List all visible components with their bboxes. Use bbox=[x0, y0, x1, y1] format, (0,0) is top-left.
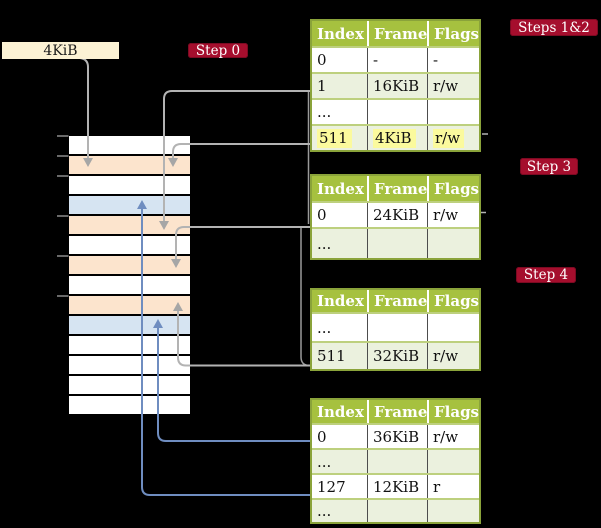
memory-frame-row-white bbox=[69, 396, 190, 414]
table-cell bbox=[427, 100, 479, 124]
table-row: 0 -- bbox=[312, 46, 479, 72]
table-cell: 12KiB bbox=[367, 475, 427, 498]
column-header: Flags bbox=[427, 400, 479, 423]
table-cell bbox=[427, 314, 479, 341]
table-cell: 511 bbox=[317, 347, 346, 365]
table-cell: r/w bbox=[427, 126, 479, 150]
column-header: Frame bbox=[367, 290, 427, 312]
memory-frame-row-white bbox=[69, 376, 190, 394]
frame-size-box: 4KiB bbox=[2, 42, 119, 59]
table-cell: r/w bbox=[427, 425, 479, 448]
table-cell: r/w bbox=[427, 203, 479, 227]
table-cell bbox=[427, 500, 479, 522]
physical-memory-column bbox=[69, 136, 190, 416]
column-header: Index bbox=[317, 24, 364, 43]
table-cell bbox=[367, 100, 427, 124]
memory-frame-row-blue bbox=[69, 196, 190, 214]
column-header: Frame bbox=[367, 21, 427, 46]
table-cell: 511 bbox=[312, 126, 367, 150]
arrow-t3-row511-to-frame bbox=[177, 311, 310, 367]
highlighted-value: 4KiB bbox=[373, 128, 416, 148]
badge-step-4: Step 4 bbox=[516, 267, 576, 283]
table-cell: r/w bbox=[427, 74, 479, 98]
table-row: ... bbox=[312, 227, 479, 258]
badge-step-0: Step 0 bbox=[188, 43, 248, 59]
table-cell bbox=[427, 450, 479, 473]
table-cell: ... bbox=[317, 318, 332, 337]
table-cell: ... bbox=[317, 452, 332, 471]
memory-frame-row-white bbox=[69, 336, 190, 354]
column-header: Index bbox=[317, 179, 364, 198]
table-cell bbox=[367, 229, 427, 258]
memory-frame-row-orange bbox=[69, 216, 190, 234]
table-cell: 4KiB bbox=[367, 126, 427, 150]
frame-size-label: 4KiB bbox=[43, 42, 78, 59]
memory-frame-row-orange bbox=[69, 156, 190, 174]
table-cell: 0 bbox=[317, 427, 327, 446]
column-header: Frame bbox=[367, 176, 427, 201]
table-row: ... bbox=[312, 98, 479, 124]
badge-step-3: Step 3 bbox=[520, 158, 578, 175]
table-cell: r/w bbox=[427, 343, 479, 369]
column-header: Index bbox=[317, 292, 364, 310]
memory-frame-row-white bbox=[69, 276, 190, 294]
memory-frame-row-white bbox=[69, 136, 190, 154]
memory-frame-row-blue bbox=[69, 316, 190, 334]
table-cell bbox=[367, 500, 427, 522]
column-header: Index bbox=[317, 402, 364, 421]
table-cell bbox=[367, 314, 427, 341]
column-header: Flags bbox=[427, 290, 479, 312]
memory-frame-row-white bbox=[69, 236, 190, 254]
table-cell bbox=[367, 450, 427, 473]
table-row: ... bbox=[312, 498, 479, 522]
table-cell: 16KiB bbox=[367, 74, 427, 98]
table-cell: 0 bbox=[317, 51, 327, 69]
table-cell: 24KiB bbox=[367, 203, 427, 227]
table-cell: 32KiB bbox=[367, 343, 427, 369]
table-cell: 36KiB bbox=[367, 425, 427, 448]
table-row: ... bbox=[312, 312, 479, 341]
table-cell: 1 bbox=[317, 77, 327, 95]
table-cell: 0 bbox=[317, 206, 327, 224]
table-cell: ... bbox=[317, 502, 332, 520]
memory-frame-row-white bbox=[69, 356, 190, 374]
table-cell: ... bbox=[317, 103, 332, 121]
highlighted-value: 511 bbox=[317, 128, 352, 148]
arrow-t1-row511-to-frame bbox=[172, 143, 310, 158]
table-cell: r bbox=[427, 475, 479, 498]
column-header: Flags bbox=[427, 176, 479, 201]
table-row: ... bbox=[312, 448, 479, 473]
table-cell: - bbox=[427, 48, 479, 72]
table-row: 511 4KiB r/w bbox=[312, 124, 479, 150]
memory-frame-row-orange bbox=[69, 296, 190, 314]
memory-frame-row-white bbox=[69, 176, 190, 194]
link-table2-to-table3 bbox=[300, 228, 309, 367]
badge-steps-1-2: Steps 1&2 bbox=[510, 19, 598, 36]
table-cell: - bbox=[367, 48, 427, 72]
table-cell: 127 bbox=[317, 477, 346, 496]
column-header: Frame bbox=[367, 400, 427, 423]
table-cell bbox=[427, 229, 479, 258]
table-cell: ... bbox=[317, 234, 332, 253]
memory-frame-row-orange bbox=[69, 256, 190, 274]
arrow-t2-row0-to-frame bbox=[175, 226, 310, 259]
highlighted-value: r/w bbox=[433, 128, 465, 148]
column-header: Flags bbox=[427, 21, 479, 46]
